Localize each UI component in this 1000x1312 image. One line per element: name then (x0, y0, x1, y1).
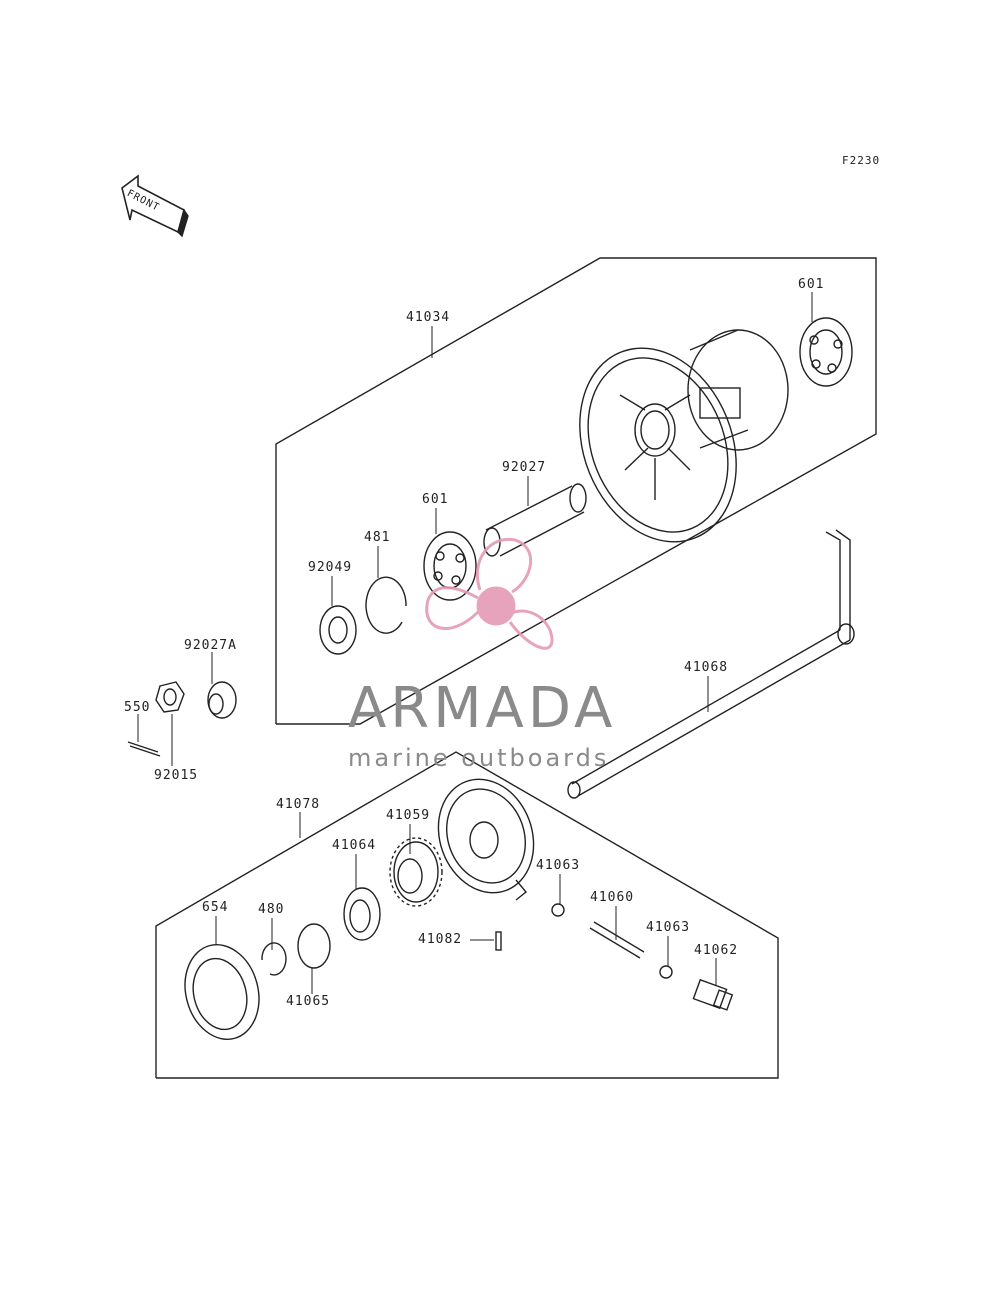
bearing-icon (799, 317, 853, 387)
part-number-41063-b: 41063 (646, 920, 691, 935)
hub-assembly (579, 329, 789, 543)
circlip-icon (261, 942, 287, 976)
part-number-41065: 41065 (286, 994, 331, 1009)
washer-icon (659, 965, 673, 979)
nut-icon (155, 681, 185, 713)
part-number-550: 550 (124, 700, 151, 715)
fitting-icon (692, 978, 734, 1011)
washer-icon (551, 903, 565, 917)
gear-icon (389, 837, 443, 907)
spacer-tube (483, 483, 587, 557)
part-number-41059: 41059 (386, 808, 431, 823)
part-number-41064: 41064 (332, 838, 377, 853)
propeller-logo-icon (425, 537, 554, 650)
circlip-icon (365, 576, 407, 634)
cam-shaft-icon (589, 921, 645, 959)
part-number-654: 654 (202, 900, 229, 915)
upper-assembly-frame (275, 257, 877, 725)
washer-icon (343, 887, 381, 941)
part-number-41082: 41082 (418, 932, 463, 947)
part-number-92049: 92049 (308, 560, 353, 575)
part-number-601: 601 (422, 492, 449, 507)
part-number-41078: 41078 (276, 797, 321, 812)
part-number-92015: 92015 (154, 768, 199, 783)
part-number-92027A: 92027A (184, 638, 237, 653)
watermark-tagline: marine outboards (348, 744, 610, 772)
part-number-41034: 41034 (406, 310, 451, 325)
part-number-481: 481 (364, 530, 391, 545)
cotter-pin-icon (127, 741, 161, 757)
front-arrow-icon (121, 174, 189, 238)
bearing-icon (423, 531, 477, 601)
part-number-41060: 41060 (590, 890, 635, 905)
part-number-41068: 41068 (684, 660, 729, 675)
axle-icon (567, 529, 855, 799)
part-number-41062: 41062 (694, 943, 739, 958)
part-number-92027: 92027 (502, 460, 547, 475)
oil-seal-icon (184, 944, 260, 1040)
leader-lines (137, 292, 813, 994)
part-number-601-top: 601 (798, 277, 825, 292)
ring-icon (297, 923, 331, 969)
part-number-41063-a: 41063 (536, 858, 581, 873)
oil-seal-icon (319, 605, 357, 655)
watermark-brand: ARMADA (348, 676, 617, 741)
lower-assembly-frame (155, 751, 779, 1079)
part-number-480: 480 (258, 902, 285, 917)
pin-icon (495, 931, 502, 951)
collar-icon (207, 681, 237, 719)
figure-code: F2230 (842, 154, 881, 167)
brake-drum-icon (437, 778, 535, 901)
